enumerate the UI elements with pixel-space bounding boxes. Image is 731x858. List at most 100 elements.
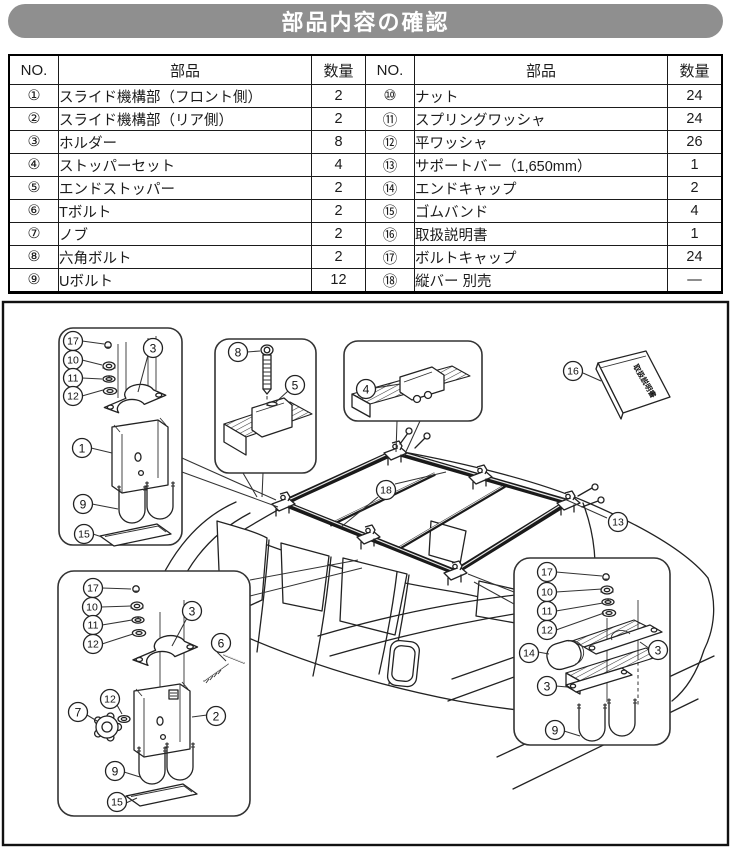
svg-text:17: 17 [541, 567, 553, 579]
part-qty-cell: 8 [311, 130, 366, 154]
svg-text:3: 3 [189, 605, 196, 619]
part-no-cell: ⑮ [365, 199, 415, 223]
part-part-cell: 縦バー 別売 [414, 268, 668, 294]
part-qty-cell: 1 [667, 222, 723, 246]
col-header-no: NO. [365, 54, 415, 85]
diagram-label-10: 10 [62, 349, 84, 371]
col-header-no: NO. [8, 54, 59, 85]
exploded-end-stopper [223, 344, 313, 456]
part-no-cell: ③ [8, 130, 59, 154]
diagram-label-10: 10 [536, 581, 558, 603]
svg-text:17: 17 [87, 583, 99, 595]
assembly-diagram: 取扱説明書 [0, 300, 731, 858]
part-qty-cell: 2 [311, 222, 366, 246]
part-qty-cell: 24 [667, 245, 723, 269]
diagram-label-9: 9 [104, 760, 126, 782]
part-no-cell: ① [8, 84, 59, 108]
svg-text:11: 11 [542, 606, 553, 618]
inset-leader-lines [181, 420, 515, 605]
col-header-qty: 数量 [667, 54, 723, 85]
svg-text:13: 13 [612, 517, 624, 529]
page-title-text: 部品内容の確認 [281, 10, 450, 35]
part-part-cell: ストッパーセット [58, 153, 312, 177]
part-part-cell: ナット [414, 84, 668, 108]
col-header-part: 部品 [414, 54, 668, 85]
diagram-label-5: 5 [284, 374, 306, 396]
diagram-label-11: 11 [536, 600, 558, 622]
diagram-label-9: 9 [544, 719, 566, 741]
svg-text:12: 12 [104, 694, 116, 706]
svg-text:12: 12 [87, 639, 99, 651]
t-hook-ends [399, 427, 605, 508]
diagram-label-15: 15 [106, 791, 128, 813]
part-qty-cell: 4 [311, 153, 366, 177]
svg-text:10: 10 [67, 355, 79, 367]
part-qty-cell: 2 [311, 176, 366, 200]
svg-text:3: 3 [544, 680, 551, 694]
part-part-cell: 六角ボルト [58, 245, 312, 269]
diagram-label-6: 6 [210, 632, 232, 654]
svg-text:8: 8 [235, 346, 242, 360]
part-part-cell: ノブ [58, 222, 312, 246]
svg-text:2: 2 [213, 710, 220, 724]
part-part-cell: ボルトキャップ [414, 245, 668, 269]
diagram-label-15: 15 [73, 523, 95, 545]
svg-text:1: 1 [79, 442, 86, 456]
roof-rack-frame [271, 427, 605, 586]
part-qty-cell: 1 [667, 153, 723, 177]
part-qty-cell: 26 [667, 130, 723, 154]
svg-text:15: 15 [78, 529, 90, 541]
part-part-cell: エンドキャップ [414, 176, 668, 200]
svg-text:10: 10 [541, 587, 553, 599]
diagram-label-13: 13 [607, 511, 629, 533]
end-cap [546, 639, 585, 671]
part-no-cell: ⑦ [8, 222, 59, 246]
part-no-cell: ⑩ [365, 84, 415, 108]
svg-text:4: 4 [363, 383, 370, 397]
part-no-cell: ⑯ [365, 222, 415, 246]
part-no-cell: ⑭ [365, 176, 415, 200]
col-header-part: 部品 [58, 54, 312, 85]
svg-text:6: 6 [218, 637, 225, 651]
svg-text:9: 9 [112, 765, 119, 779]
svg-text:17: 17 [67, 336, 79, 348]
part-no-cell: ④ [8, 153, 59, 177]
diagram-label-12: 12 [536, 619, 558, 641]
svg-text:12: 12 [541, 625, 553, 637]
part-no-cell: ② [8, 107, 59, 131]
diagram-label-12: 12 [62, 385, 84, 407]
diagram-label-2: 2 [205, 705, 227, 727]
assembly-diagram-svg: 取扱説明書 [1, 300, 730, 847]
part-no-cell: ⑥ [8, 199, 59, 223]
diagram-label-4: 4 [355, 378, 377, 400]
part-no-cell: ⑫ [365, 130, 415, 154]
knob [93, 712, 123, 742]
svg-text:7: 7 [75, 706, 82, 720]
diagram-label-14: 14 [518, 642, 540, 664]
diagram-label-3: 3 [536, 675, 558, 697]
part-no-cell: ⑧ [8, 245, 59, 269]
part-qty-cell: 24 [667, 107, 723, 131]
part-no-cell: ⑰ [365, 245, 415, 269]
diagram-label-3: 3 [142, 337, 164, 359]
svg-text:5: 5 [292, 379, 299, 393]
diagram-label-3: 3 [647, 639, 669, 661]
diagram-label-16: 16 [562, 360, 584, 382]
diagram-label-1: 1 [71, 437, 93, 459]
part-qty-cell: 2 [311, 84, 366, 108]
part-part-cell: ホルダー [58, 130, 312, 154]
part-qty-cell: 2 [311, 245, 366, 269]
col-header-qty: 数量 [311, 54, 366, 85]
diagram-label-9: 9 [72, 493, 94, 515]
diagram-label-17: 17 [62, 330, 84, 352]
svg-text:16: 16 [567, 366, 579, 378]
part-qty-cell: 2 [667, 176, 723, 200]
